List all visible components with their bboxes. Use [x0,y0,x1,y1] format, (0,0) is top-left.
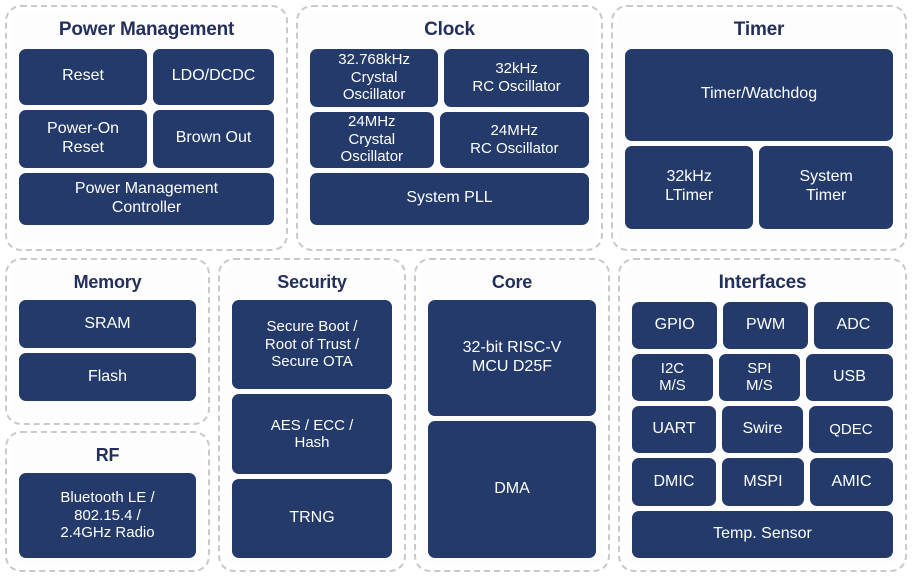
block-row: Temp. Sensor [632,510,893,558]
block-row: 32-bit RISC-V MCU D25F [428,300,596,417]
block-i2c-ms[interactable]: I2C M/S [632,353,713,402]
block-row: AES / ECC / Hash [232,394,392,475]
block-timer-watchdog[interactable]: Timer/Watchdog [625,48,893,141]
block-24mhz-crystal-oscillator[interactable]: 24MHz Crystal Oscillator [310,111,434,168]
group-memory-inner: Memory SRAM Flash [11,264,204,419]
group-power-management[interactable]: Power Management Reset LDO/DCDC Power-On… [5,5,288,251]
block-system-timer[interactable]: System Timer [759,145,893,229]
block-system-pll[interactable]: System PLL [310,172,589,225]
group-core[interactable]: Core 32-bit RISC-V MCU D25F DMA [414,258,610,572]
block-row: I2C M/S SPI M/S USB [632,353,893,402]
group-clock[interactable]: Clock 32.768kHz Crystal Oscillator 32kHz… [296,5,603,251]
block-32khz-rc-oscillator[interactable]: 32kHz RC Oscillator [444,48,590,107]
group-memory-blocks: SRAM Flash [19,300,196,411]
block-row: Timer/Watchdog [625,48,893,141]
diagram-row-top: Power Management Reset LDO/DCDC Power-On… [5,5,907,251]
block-reset[interactable]: Reset [19,48,148,105]
group-title-power-management: Power Management [58,19,235,40]
block-mspi[interactable]: MSPI [721,458,805,506]
group-rf-blocks: Bluetooth LE / 802.15.4 / 2.4GHz Radio [19,473,196,558]
group-rf-inner: RF Bluetooth LE / 802.15.4 / 2.4GHz Radi… [11,437,204,566]
block-row: Flash [19,353,196,401]
block-row: Power-On Reset Brown Out [19,109,274,168]
block-power-management-controller[interactable]: Power Management Controller [19,172,274,225]
group-clock-inner: Clock 32.768kHz Crystal Oscillator 32kHz… [302,11,597,245]
block-spi-ms[interactable]: SPI M/S [718,353,800,402]
group-timer-inner: Timer Timer/Watchdog 32kHz LTimer System… [617,11,901,245]
block-row: TRNG [232,479,392,558]
block-trng[interactable]: TRNG [232,479,392,558]
group-rf[interactable]: RF Bluetooth LE / 802.15.4 / 2.4GHz Radi… [5,431,210,572]
block-row: DMIC MSPI AMIC [632,458,894,506]
block-qdec[interactable]: QDEC [808,406,894,454]
block-row: Bluetooth LE / 802.15.4 / 2.4GHz Radio [19,473,196,558]
group-timer[interactable]: Timer Timer/Watchdog 32kHz LTimer System… [611,5,907,251]
block-power-on-reset[interactable]: Power-On Reset [19,109,148,168]
group-memory[interactable]: Memory SRAM Flash [5,258,210,425]
block-amic[interactable]: AMIC [810,458,894,506]
block-24mhz-rc-oscillator[interactable]: 24MHz RC Oscillator [439,111,589,168]
block-row: Power Management Controller [19,172,274,225]
group-title-security: Security [277,272,347,292]
group-title-timer: Timer [733,19,785,40]
block-32-bit-risc-v-mcu-d25f[interactable]: 32-bit RISC-V MCU D25F [428,300,596,417]
block-row: System PLL [310,172,589,225]
group-security[interactable]: Security Secure Boot / Root of Trust / S… [218,258,406,572]
block-row: DMA [428,421,596,558]
block-row: Secure Boot / Root of Trust / Secure OTA [232,300,392,390]
block-row: 32kHz LTimer System Timer [625,145,893,229]
group-title-rf: RF [95,445,120,465]
group-core-inner: Core 32-bit RISC-V MCU D25F DMA [420,264,604,566]
group-power-management-inner: Power Management Reset LDO/DCDC Power-On… [11,11,282,245]
group-title-clock: Clock [424,19,475,40]
group-title-core: Core [491,272,533,292]
block-temp-sensor[interactable]: Temp. Sensor [632,510,893,558]
block-dma[interactable]: DMA [428,421,596,558]
group-title-interfaces: Interfaces [718,272,807,293]
block-dmic[interactable]: DMIC [632,458,716,506]
block-32768khz-crystal-oscillator[interactable]: 32.768kHz Crystal Oscillator [310,48,439,107]
block-aes-ecc-hash[interactable]: AES / ECC / Hash [232,394,392,475]
block-flash[interactable]: Flash [19,353,196,401]
column-memory-rf: Memory SRAM Flash RF [5,258,210,572]
group-timer-blocks: Timer/Watchdog 32kHz LTimer System Timer [625,48,893,238]
block-usb[interactable]: USB [805,353,893,402]
block-adc[interactable]: ADC [813,301,893,349]
group-interfaces-blocks: GPIO PWM ADC I2C M/S SPI M/S USB UART Sw… [632,301,894,559]
block-row: SRAM [19,300,196,348]
block-row: UART Swire QDEC [632,406,894,454]
block-32khz-ltimer[interactable]: 32kHz LTimer [625,145,754,229]
block-secure-boot-root-of-trust-secure-ota[interactable]: Secure Boot / Root of Trust / Secure OTA [232,300,392,390]
group-core-blocks: 32-bit RISC-V MCU D25F DMA [428,300,596,558]
block-ldo-dcdc[interactable]: LDO/DCDC [153,48,274,105]
block-row: Reset LDO/DCDC [19,48,274,105]
group-security-inner: Security Secure Boot / Root of Trust / S… [224,264,400,566]
block-brown-out[interactable]: Brown Out [153,109,274,168]
group-security-blocks: Secure Boot / Root of Trust / Secure OTA… [232,300,392,558]
group-interfaces[interactable]: Interfaces GPIO PWM ADC I2C M/S SPI M/S … [618,258,907,572]
diagram-row-bottom: Memory SRAM Flash RF [5,258,907,572]
block-row: 32.768kHz Crystal Oscillator 32kHz RC Os… [310,48,590,107]
block-swire[interactable]: Swire [722,406,803,454]
block-bluetooth-le-radio[interactable]: Bluetooth LE / 802.15.4 / 2.4GHz Radio [19,473,196,558]
block-row: 24MHz Crystal Oscillator 24MHz RC Oscill… [310,111,589,168]
group-title-memory: Memory [73,272,142,292]
group-clock-blocks: 32.768kHz Crystal Oscillator 32kHz RC Os… [310,48,590,238]
block-row: GPIO PWM ADC [632,301,893,349]
group-power-management-blocks: Reset LDO/DCDC Power-On Reset Brown Out … [19,48,274,238]
block-gpio[interactable]: GPIO [632,301,718,349]
block-uart[interactable]: UART [632,406,717,454]
block-pwm[interactable]: PWM [723,301,808,349]
group-interfaces-inner: Interfaces GPIO PWM ADC I2C M/S SPI M/S … [624,264,901,566]
block-sram[interactable]: SRAM [19,300,196,348]
